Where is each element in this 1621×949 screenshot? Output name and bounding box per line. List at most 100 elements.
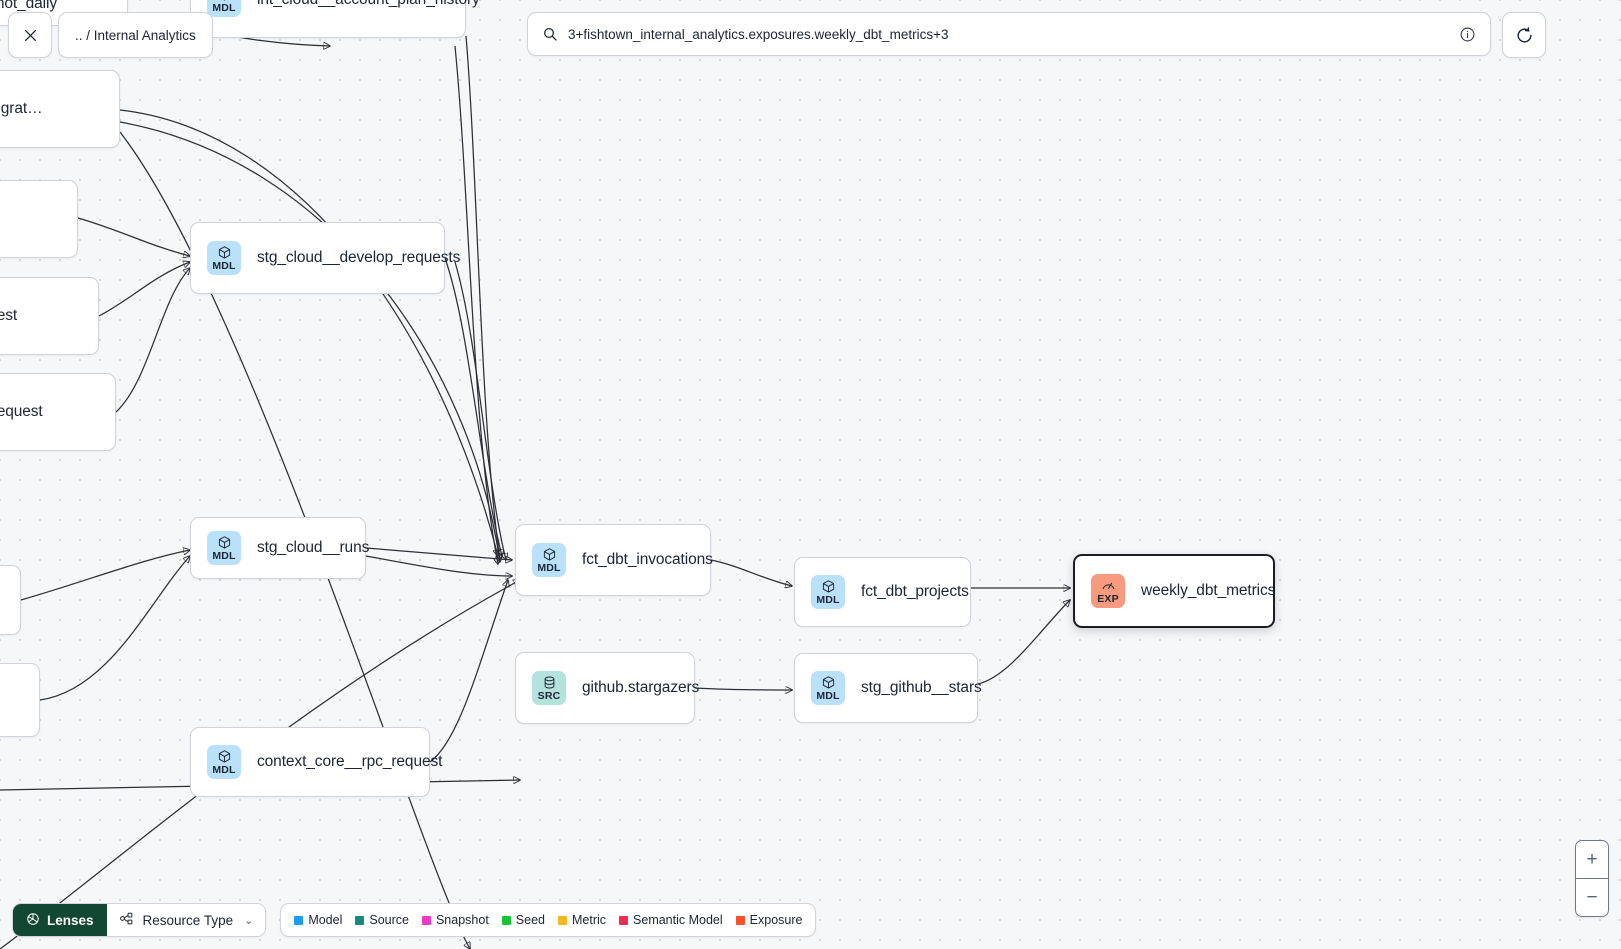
lineage-edge: [454, 45, 498, 564]
lineage-edge: [77, 217, 190, 256]
legend-label: Exposure: [749, 913, 803, 927]
lineage-edge: [365, 547, 512, 560]
legend-item-exposure[interactable]: Exposure: [735, 913, 803, 927]
mdl-icon: [217, 245, 232, 260]
lineage-node-stg_cloud_develop_requests[interactable]: MDL stg_cloud__develop_requests: [190, 222, 460, 294]
mdl-badge: MDL: [811, 575, 845, 609]
lineage-edge: [119, 121, 500, 562]
legend-label: Metric: [572, 913, 607, 927]
lineage-edge: [20, 550, 190, 601]
zoom-in-button[interactable]: +: [1576, 841, 1608, 879]
legend-swatch-icon: [421, 915, 431, 925]
badge-label: MDL: [212, 1, 236, 14]
lenses-button[interactable]: Lenses: [13, 904, 107, 936]
lineage-edge: [465, 35, 500, 560]
node-label: velop_request: [0, 307, 18, 324]
lineage-node-develop_request_c[interactable]: _develop_request: [0, 373, 116, 451]
lineage-node-partial_run[interactable]: _run: [0, 663, 40, 737]
legend-swatch-icon: [619, 915, 629, 925]
legend-label: Model: [308, 913, 343, 927]
node-label: _develop_request: [0, 403, 43, 420]
lenses-group: Lenses Resource Type ⌄: [12, 903, 267, 937]
node-label: fct_dbt_invocations: [582, 551, 713, 568]
bottom-toolbar: Lenses Resource Type ⌄ Model Source Snapsh…: [12, 903, 817, 937]
mdl-badge: MDL: [811, 671, 845, 705]
node-label: github.stargazers: [582, 679, 700, 696]
legend-item-metric[interactable]: Metric: [558, 913, 606, 927]
src-badge: SRC: [532, 671, 566, 705]
lineage-node-fct_dbt_invocations[interactable]: MDL fct_dbt_invocations: [515, 524, 713, 596]
legend-label: Semantic Model: [633, 913, 723, 927]
lineage-edge: [977, 600, 1070, 685]
search-input[interactable]: 3+fishtown_internal_analytics.exposures.…: [568, 26, 949, 42]
close-button[interactable]: [8, 12, 52, 58]
lineage-edge: [694, 688, 792, 690]
node-label: int_cloud__account_plan_history: [257, 0, 480, 9]
mdl-badge: MDL: [207, 0, 241, 17]
legend-item-source[interactable]: Source: [355, 913, 409, 927]
lineage-node-develop_request_b[interactable]: velop_request: [0, 277, 99, 355]
lineage-node-stg_cloud_runs[interactable]: MDL stg_cloud__runs: [190, 517, 370, 579]
lineage-node-multicell_migration[interactable]: multicell_migrat…: [0, 70, 120, 148]
lineage-node-develop_request_a[interactable]: op_request: [0, 180, 78, 258]
legend-item-semantic-model[interactable]: Semantic Model: [619, 913, 723, 927]
search-bar[interactable]: 3+fishtown_internal_analytics.exposures.…: [527, 12, 1491, 56]
mdl-icon: [217, 749, 232, 764]
mdl-badge: MDL: [532, 543, 566, 577]
legend-label: Source: [369, 913, 409, 927]
breadcrumb[interactable]: .. / Internal Analytics: [58, 12, 213, 58]
legend-swatch-icon: [355, 915, 365, 925]
src-icon: [542, 675, 557, 690]
lineage-edge: [429, 580, 508, 763]
lineage-node-partial_n[interactable]: n: [0, 565, 21, 635]
legend-swatch-icon: [501, 915, 511, 925]
lineage-edge: [98, 262, 190, 317]
breadcrumb-label: .. / Internal Analytics: [75, 27, 196, 43]
lineage-edge: [39, 556, 190, 701]
resource-type-dropdown[interactable]: Resource Type ⌄: [106, 904, 266, 936]
node-label: multicell_migrat…: [0, 100, 43, 117]
lineage-node-weekly_dbt_metrics[interactable]: EXP weekly_dbt_metrics: [1073, 554, 1275, 628]
top-toolbar: .. / Internal Analytics 3+fishtown_inter…: [0, 0, 1621, 66]
info-icon[interactable]: [1459, 26, 1476, 43]
resource-type-legend: Model Source Snapshot Seed Metric Semantic Mo…: [280, 903, 817, 937]
badge-label: MDL: [212, 549, 236, 562]
mdl-icon: [821, 675, 836, 690]
badge-label: EXP: [1097, 592, 1119, 605]
node-label: stg_cloud__develop_requests: [257, 249, 461, 266]
badge-label: MDL: [816, 689, 840, 702]
legend-label: Seed: [515, 913, 545, 927]
badge-label: MDL: [212, 763, 236, 776]
badge-label: MDL: [212, 259, 236, 272]
lineage-edge: [119, 109, 498, 556]
node-label: stg_cloud__runs: [257, 539, 370, 556]
exp-icon: [1101, 578, 1116, 593]
legend-item-model[interactable]: Model: [294, 913, 342, 927]
legend-item-snapshot[interactable]: Snapshot: [421, 913, 489, 927]
lineage-node-int_cloud_account_plan[interactable]: MDL int_cloud__account_plan_history: [190, 0, 480, 38]
legend-swatch-icon: [735, 915, 745, 925]
lineage-edge: [365, 555, 512, 576]
exp-badge: EXP: [1091, 574, 1125, 608]
lineage-edge: [444, 257, 502, 556]
lineage-edge: [115, 268, 190, 413]
mdl-icon: [821, 579, 836, 594]
zoom-out-button[interactable]: −: [1586, 886, 1598, 908]
badge-label: SRC: [537, 689, 561, 702]
mdl-badge: MDL: [207, 745, 241, 779]
refresh-button[interactable]: [1502, 12, 1546, 58]
lineage-node-github_stargazers[interactable]: SRC github.stargazers: [515, 652, 699, 724]
node-label: weekly_dbt_metrics: [1141, 582, 1276, 599]
search-icon: [542, 26, 558, 42]
lineage-edge: [454, 261, 506, 560]
close-icon: [24, 29, 36, 41]
legend-item-seed[interactable]: Seed: [501, 913, 545, 927]
node-label: snapshot_daily: [0, 0, 58, 12]
resource-type-label: Resource Type: [142, 912, 234, 928]
nodes-icon: [119, 911, 134, 929]
